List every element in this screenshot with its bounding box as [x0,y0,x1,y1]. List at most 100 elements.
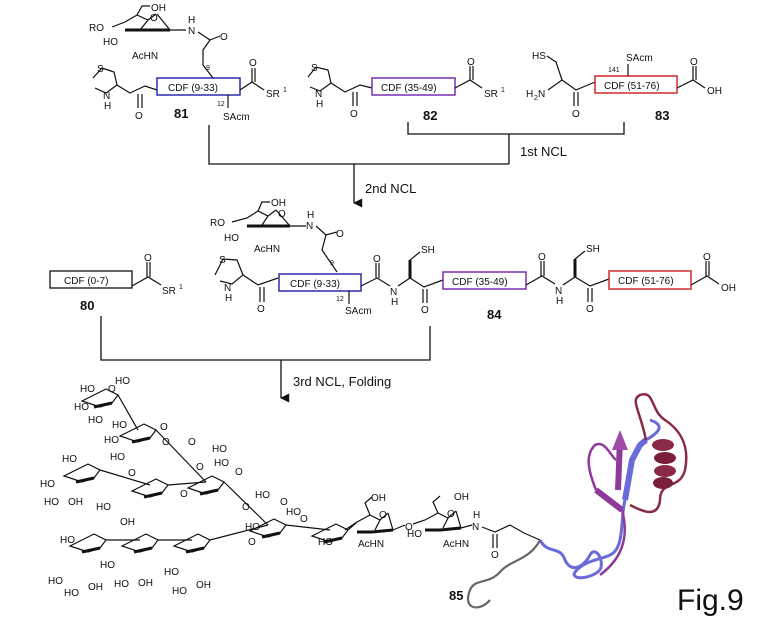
bond-amide [315,225,338,236]
glycan-hydroxyl: HO [110,452,125,463]
thiazolidine-ring [307,66,332,92]
site-number-12: 12 [336,296,344,303]
glycan-hydroxyl: OH [68,497,83,508]
atom-n: N [188,26,195,37]
atom-h: H [104,101,111,112]
alpha-helix-maroon [652,439,676,489]
bond-chain [547,79,596,91]
protein-ribbon [467,392,688,609]
figure-label: Fig.9 [677,584,744,617]
glycosidic-bond [209,524,269,541]
compound-84: OH O RO HO AcHN N H O 9 S N H O CDF (9-3… [210,198,736,322]
bracket-2nd-ncl [208,125,509,165]
ch2oh-bond [364,496,373,516]
bond-nh [197,31,211,41]
sugar-ho: HO [224,233,239,244]
bond-thioester [131,276,162,287]
glycan-hydroxyl: HO [74,402,89,413]
sugar-ring [455,510,473,529]
glycan-o: O [300,514,308,525]
glycan-hydroxyl: HO [245,522,260,533]
compound-number-82: 82 [423,108,437,123]
sugar-ring-wedge [81,546,101,554]
glycosidic-bond [99,469,151,486]
carbonyl-bond [573,92,579,106]
sugar-ring-wedge [133,546,153,554]
glycan-hydroxyl: HO [172,586,187,597]
glycan-hydroxyl: HO [318,537,333,548]
sacm-label: SAcm [223,112,250,123]
compound-81: S N H O CDF (9-33) O SR 1 12 SAcm 9 O N … [89,3,287,123]
bracket-1st-ncl [407,122,625,135]
glycan-hydroxyl: HO [286,507,301,518]
segment-box-51-76 [594,75,678,94]
sugar-ring-o: O [447,509,455,520]
glycan-hydroxyl: HO [115,376,130,387]
atom-h: H [473,510,480,521]
sacm-label: SAcm [626,53,653,64]
atom-o: O [467,57,475,68]
carbonyl-bond [705,261,710,276]
thiol-sh: SH [586,244,600,255]
glycan-hydroxyl: HO [88,415,103,426]
bond-chain [242,274,279,286]
atom-n: N [224,283,231,294]
helix-turn [654,452,676,464]
glycosidic-bond [167,481,207,486]
carbonyl-bond [146,262,151,277]
site-number-141: 141 [608,67,620,74]
segment-label: CDF (35-49) [381,83,437,94]
bond-acid [690,275,720,286]
atom-h: H [316,99,323,110]
chitobiose-core: OH O AcHN O OH O HO AcHN N H O [344,492,541,561]
glycan-o: O [180,489,188,500]
segment-box-9-33 [278,273,362,292]
segment-box-9-33 [156,77,241,96]
glycan-hydroxyl: HO [80,384,95,395]
ribbon-coil-purple [587,442,617,491]
bond-chain [330,82,373,93]
glycan-hydroxyl: HO [40,479,55,490]
glycan-hydroxyl: HO [164,567,179,578]
sugar-ring-wedge [131,436,151,444]
step-label-2nd-ncl: 2nd NCL [365,181,416,196]
sugar-ho: HO [407,529,422,540]
superscript: 1 [179,284,183,291]
atom-o: O [373,254,381,265]
atom-o: O [220,32,228,43]
glycan-hydroxyl: OH [196,580,211,591]
atom-o: O [249,58,257,69]
sugar-ring-wedge [357,528,394,534]
sugar-achn: AcHN [254,244,280,255]
atom-n: N [555,286,562,297]
glycan-o: O [162,437,170,448]
glycan-o: O [242,502,250,513]
site-number-9: 9 [206,65,210,72]
segment-box-35-49 [371,77,456,96]
glycan-hydroxyl: HO [60,535,75,546]
atom-h: H [307,210,314,221]
compound-number-83: 83 [655,108,669,123]
atom-n: N [103,91,110,102]
glycan-hydroxyl: OH [88,582,103,593]
carbonyl-bond [492,534,498,548]
thioester-sr: SR [266,89,280,100]
sugar-ring-wedge [323,536,343,544]
segment-label: CDF (35-49) [452,277,508,288]
glycan-hydroxyl: HO [48,576,63,587]
bond-cys-side [546,55,563,81]
carbonyl-bond [692,66,697,80]
sugar-oh: OH [454,492,469,503]
sugar-ring-wedge [425,526,462,532]
sugar-oh: OH [151,3,166,14]
compound-number-85: 85 [449,588,463,603]
amine-h: H [526,89,533,100]
atom-n: N [315,89,322,100]
glycan-hydroxyl: HO [212,444,227,455]
step-label-1st-ncl: 1st NCL [520,144,567,159]
thiazolidine-ring [214,258,244,285]
bond-thioester [239,81,265,91]
acid-oh: OH [721,283,736,294]
superscript: 1 [283,87,287,94]
